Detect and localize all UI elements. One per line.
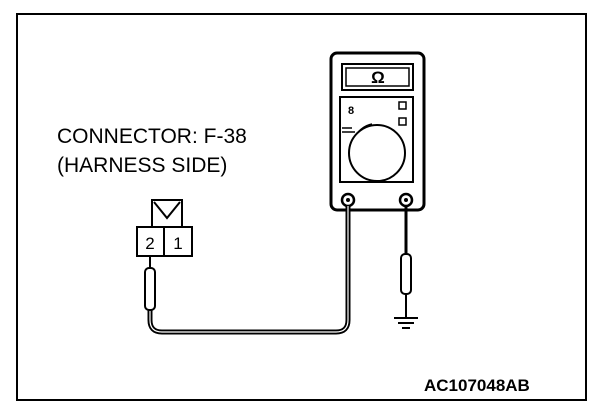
meter-dial xyxy=(348,124,406,182)
meter-indicator-square xyxy=(398,117,407,126)
connector-title: CONNECTOR: F-38 xyxy=(57,125,247,148)
connector-subtitle: (HARNESS SIDE) xyxy=(57,154,228,177)
probe-icon xyxy=(144,256,156,311)
probe-icon xyxy=(400,253,412,310)
meter-indicator-square xyxy=(398,101,407,110)
diagram-frame xyxy=(16,13,587,401)
meter-range-symbol: 8 xyxy=(348,105,354,117)
meter-display-symbol: Ω xyxy=(371,68,385,87)
connector-pin-1: 1 xyxy=(173,234,182,253)
ground-icon xyxy=(394,308,418,329)
connector-pin-2: 2 xyxy=(145,234,154,253)
ohmmeter-icon: Ω 8 xyxy=(329,51,426,212)
connector-icon: 2 1 xyxy=(136,199,193,257)
figure-code: AC107048AB xyxy=(424,376,530,395)
